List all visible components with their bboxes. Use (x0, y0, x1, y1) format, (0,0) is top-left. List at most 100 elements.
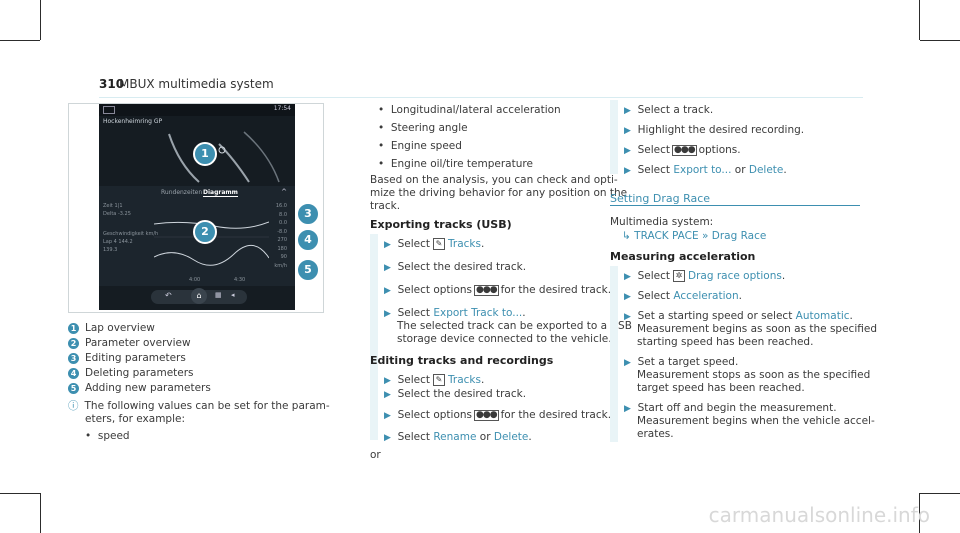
heading-measuring: Measuring acceleration (610, 250, 756, 263)
note-line: The following values can be set for the … (84, 400, 330, 412)
crop-mark (920, 40, 960, 41)
bullet-text: Longitudinal/lateral acceleration (390, 104, 561, 116)
step-text: options. (698, 144, 741, 156)
step-text: . (781, 270, 786, 282)
edit-steps (370, 370, 378, 440)
chevron-right-icon: » (701, 230, 709, 242)
step-arrow-icon: ▶ (384, 390, 391, 400)
step-text: starting speed has been reached. (637, 336, 814, 348)
step-arrow-icon: ▶ (624, 312, 631, 322)
step-arrow-icon: ▶ (624, 106, 631, 116)
crop-mark (40, 493, 41, 533)
step-text: Select (637, 164, 671, 176)
row-label: Zeit (103, 203, 113, 209)
bullet: • (85, 430, 98, 442)
legend-num: 2 (68, 337, 79, 349)
step-arrow-icon: ▶ (384, 433, 391, 443)
step-text: erates. (637, 428, 674, 440)
path-arrow-icon: ↳ (622, 230, 631, 242)
step-text: storage device connected to the vehicle. (397, 333, 612, 345)
legend-text: Adding new parameters (85, 382, 211, 394)
step-text: . (783, 164, 787, 176)
options-icon: ●●● (474, 409, 499, 421)
heading-export: Exporting tracks (USB) (370, 218, 512, 231)
link-delete[interactable]: Delete (493, 431, 529, 443)
link-automatic[interactable]: Automatic (795, 310, 850, 322)
step-text: Select options (397, 284, 473, 296)
link-export-track[interactable]: Export Track to... (433, 307, 523, 319)
link-rename[interactable]: Rename (433, 431, 477, 443)
watermark: carmanualsonline.info (708, 503, 930, 527)
link-delete[interactable]: Delete (748, 164, 784, 176)
scale-label: 180 (277, 245, 287, 252)
step-arrow-icon: ▶ (384, 376, 391, 386)
tab-lap-times[interactable]: Rundenzeiten (161, 189, 203, 196)
step-arrow-icon: ▶ (384, 411, 391, 421)
link-tracks[interactable]: Tracks (448, 238, 481, 250)
link-drag-race-options[interactable]: Drag race options (688, 270, 782, 282)
step-text: Measurement begins as soon as the specif… (637, 323, 877, 335)
link-tracks[interactable]: Tracks (448, 374, 481, 386)
note-line: eters, for example: (85, 413, 186, 425)
step-text: . (480, 374, 485, 386)
crop-mark (0, 40, 40, 41)
scale-label: 8.0 (279, 211, 287, 218)
track-steps (610, 100, 618, 174)
paragraph-line: track. (370, 200, 401, 212)
step-arrow-icon: ▶ (624, 404, 631, 414)
row-value: 144.2 (118, 239, 133, 245)
step-arrow-icon: ▶ (624, 272, 631, 282)
screenshot-figure: 17:54 Hockenheimring GP Rundenzeiten Dia… (68, 103, 324, 313)
step-text: . (480, 238, 485, 250)
step-arrow-icon: ▶ (624, 358, 631, 368)
step-text: The selected track can be exported to a … (397, 320, 632, 332)
bullet: • (378, 158, 391, 170)
time-label: 4:30 (234, 277, 246, 283)
link-acceleration[interactable]: Acceleration (673, 290, 739, 302)
step-arrow-icon: ▶ (384, 286, 391, 296)
step-text: . (849, 310, 853, 322)
scale-label: 270 (277, 237, 287, 243)
path-drag-race[interactable]: Drag Race (711, 230, 767, 242)
bullet: • (378, 104, 391, 116)
callout-5: 5 (296, 258, 320, 282)
status-time: 17:54 (273, 105, 291, 112)
row-value: 1|1 (114, 203, 123, 209)
bullet: • (378, 122, 391, 134)
row-label: Lap 4 (103, 239, 117, 245)
legend-text: Lap overview (85, 322, 155, 334)
step-text: . (522, 307, 526, 319)
home-icon[interactable]: ⌂ (191, 288, 207, 304)
crop-mark (40, 0, 41, 40)
legend-num: 5 (68, 382, 79, 394)
track-name: Hockenheimring GP (103, 118, 163, 125)
back-icon[interactable]: ↶ (165, 291, 172, 300)
legend-text: Parameter overview (85, 337, 191, 349)
bullet-text: Engine oil/tire temperature (390, 158, 533, 170)
row-label: Delta (103, 211, 117, 217)
step-text: Select a track. (637, 104, 714, 116)
info-icon: ⓘ (68, 400, 79, 412)
time-label: 4:00 (189, 277, 201, 283)
page-title: MBUX multimedia system (119, 77, 274, 91)
apps-icon[interactable]: ▦ (215, 291, 222, 299)
step-text: Measurement begins when the vehicle acce… (637, 415, 875, 427)
chevron-up-icon[interactable]: ^ (281, 188, 287, 196)
bullet: • (378, 140, 391, 152)
bottom-nav-bar: ↶ ⌂ ▦ ◂ (151, 288, 247, 304)
gear-icon: ✲ (673, 270, 686, 282)
mute-icon[interactable]: ◂ (231, 291, 235, 299)
step-text: Start off and begin the measurement. (637, 402, 837, 414)
crop-mark (0, 493, 40, 494)
step-arrow-icon: ▶ (624, 146, 631, 156)
path-track-pace[interactable]: TRACK PACE (634, 230, 699, 242)
row-value: 139.3 (103, 247, 118, 253)
row-label: Geschwindigkeit (103, 231, 145, 237)
step-text: Select (397, 431, 431, 443)
crop-mark (919, 0, 920, 40)
step-arrow-icon: ▶ (384, 263, 391, 273)
tracks-icon: ✎ (433, 238, 446, 250)
tab-diagram[interactable]: Diagramm (203, 189, 238, 197)
step-text: target speed has been reached. (637, 382, 805, 394)
link-export-to[interactable]: Export to... (673, 164, 732, 176)
